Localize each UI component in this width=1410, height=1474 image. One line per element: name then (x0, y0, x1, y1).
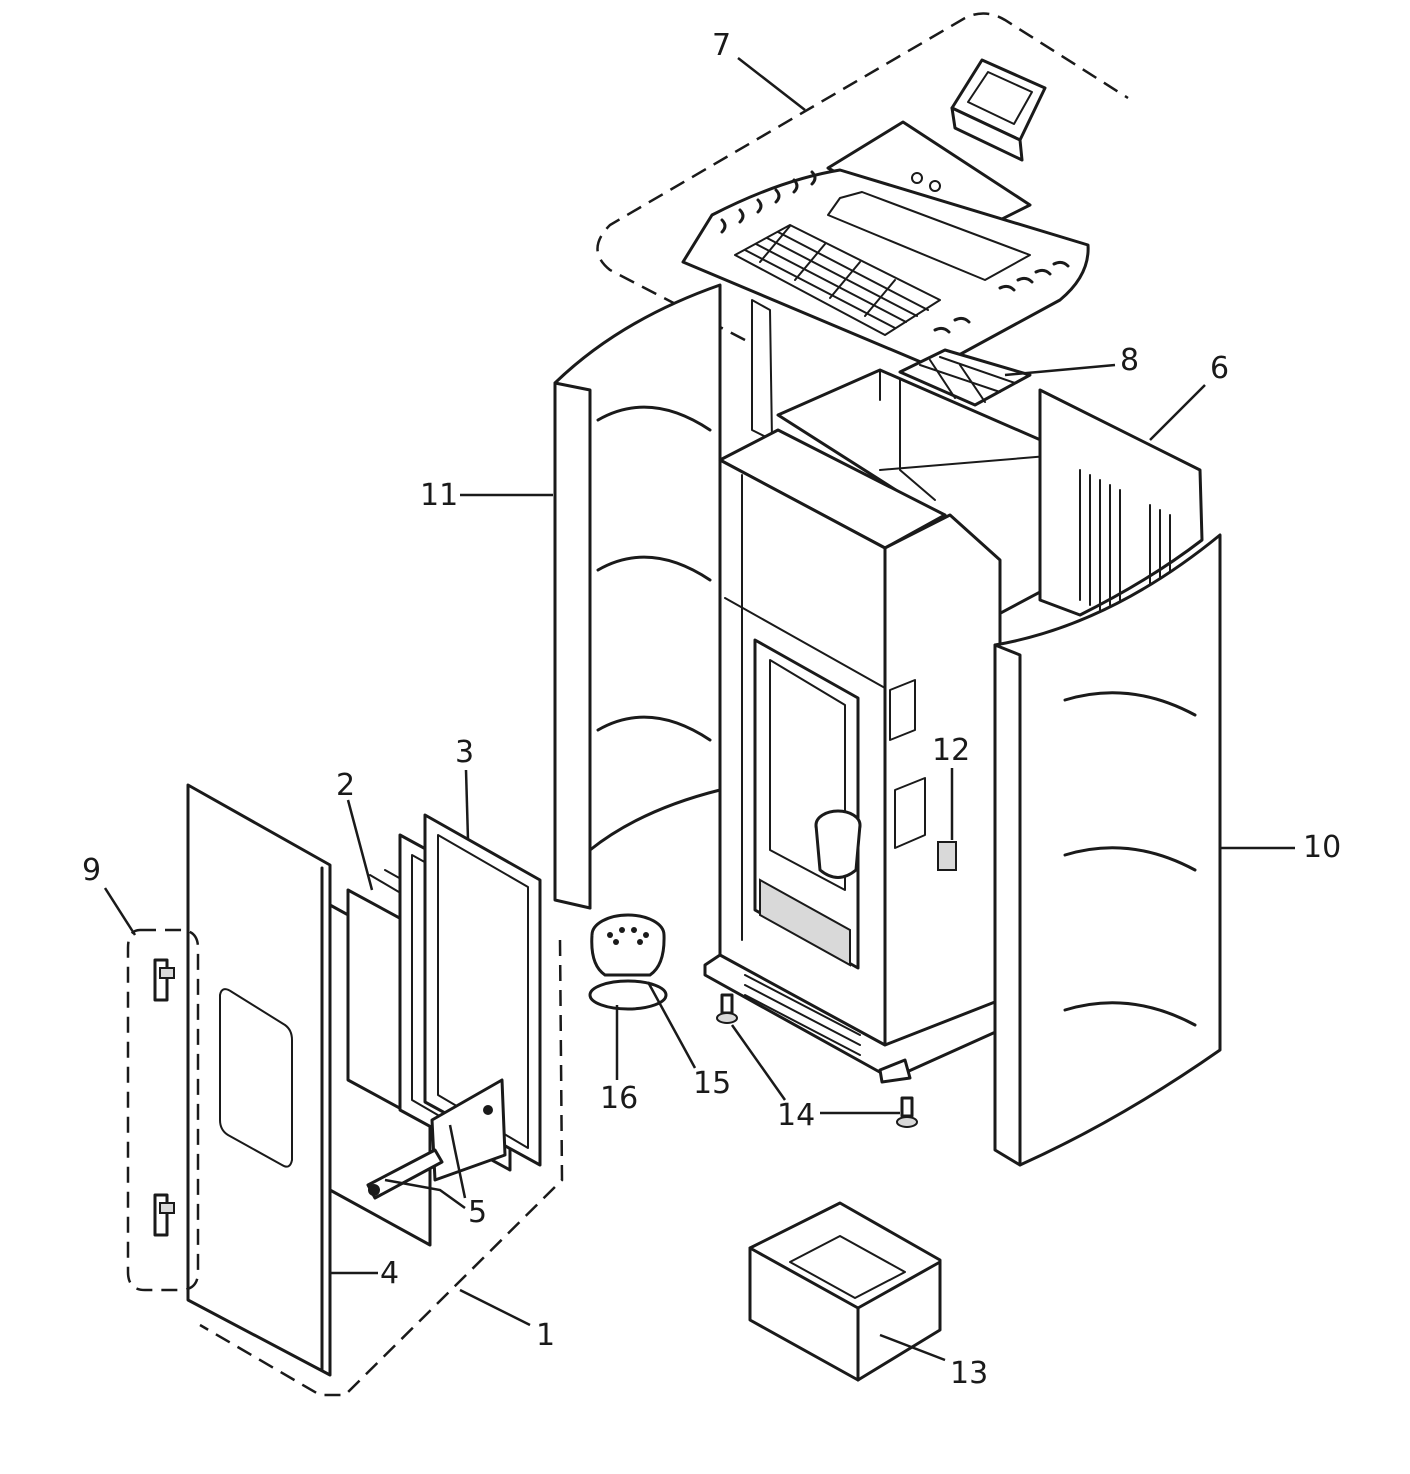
callout-3: 3 (455, 735, 474, 770)
top-grille-plate (681, 168, 1090, 370)
door-handle (366, 1078, 507, 1200)
callout-1: 1 (536, 1318, 555, 1353)
callout-16: 16 (600, 1081, 638, 1116)
adjustable-foot-1 (716, 993, 738, 1024)
ash-drawer (748, 1201, 942, 1382)
door-panel (186, 783, 332, 1377)
burn-pot (814, 809, 862, 879)
callout-10: 10 (1303, 830, 1341, 865)
door-assembly-group (186, 783, 564, 1397)
top-assembly-group (596, 12, 1129, 370)
hinges-group (126, 928, 200, 1292)
callout-15: 15 (693, 1066, 731, 1101)
callout-8: 8 (1120, 343, 1139, 378)
callout-11: 11 (420, 478, 458, 513)
callout-5: 5 (468, 1195, 487, 1230)
callout-9: 9 (82, 853, 101, 888)
control-panel (950, 58, 1047, 162)
callout-4: 4 (380, 1256, 399, 1291)
callout-labels: 7 8 6 11 12 10 3 2 9 16 15 14 5 4 1 13 (82, 28, 1341, 1391)
callout-2: 2 (336, 768, 355, 803)
right-side-panel (993, 533, 1222, 1167)
hinge-lower (153, 1193, 175, 1237)
callout-12: 12 (932, 733, 970, 768)
door-gasket (398, 813, 542, 1172)
hinge-upper (153, 958, 175, 1002)
callout-7: 7 (712, 28, 731, 63)
callout-14: 14 (777, 1098, 815, 1133)
back-panel (1038, 388, 1204, 617)
burner-cup (590, 913, 666, 977)
adjustable-foot-2 (896, 1096, 918, 1128)
grate (898, 348, 1032, 407)
callout-6: 6 (1210, 351, 1229, 386)
callout-13: 13 (950, 1356, 988, 1391)
burner-gasket (588, 979, 668, 1011)
leader-lines (103, 57, 1295, 1362)
